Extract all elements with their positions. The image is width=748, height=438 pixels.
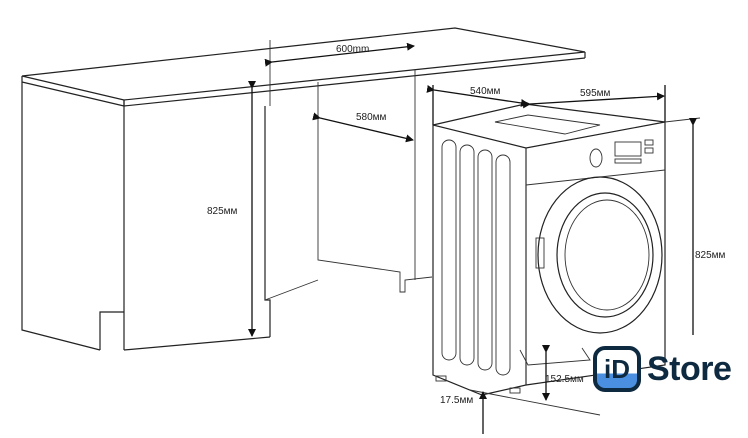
machine-depth-arrow: [426, 85, 529, 107]
machine-dimensions: 540мм 595мм 825мм 825мм 152.5мм 17.5мм: [426, 85, 726, 434]
feet-height-label: 17.5мм: [440, 395, 473, 406]
niche-depth-label: 580мм: [356, 112, 387, 123]
machine-height-label-horizontal: 825мм: [695, 250, 726, 261]
cabinet: [21, 27, 586, 351]
logo-text: Store: [647, 349, 732, 388]
machine-depth-label: 540мм: [470, 86, 501, 97]
niche-depth-arrow: [312, 112, 414, 143]
niche-width-arrow: [264, 42, 415, 67]
side-vents: [441, 139, 511, 376]
foot: [435, 375, 447, 382]
control-panel: [589, 139, 654, 168]
machine-width-label: 595мм: [580, 88, 611, 99]
foot: [509, 387, 521, 394]
door: [535, 176, 663, 334]
niche-width-label: 600mm: [336, 44, 369, 55]
program-knob: [589, 148, 603, 168]
idstore-logo: iD Store: [593, 346, 732, 392]
logo-mark: iD: [593, 346, 641, 392]
display: [614, 141, 642, 157]
niche-height-label: 825мм: [207, 206, 238, 217]
washing-machine: [432, 103, 666, 396]
machine-width-arrow: [522, 92, 665, 109]
plinth-height-label: 152.5мм: [545, 374, 584, 385]
cabinet-dimensions: 600mm 580мм 825мм: [207, 42, 415, 337]
